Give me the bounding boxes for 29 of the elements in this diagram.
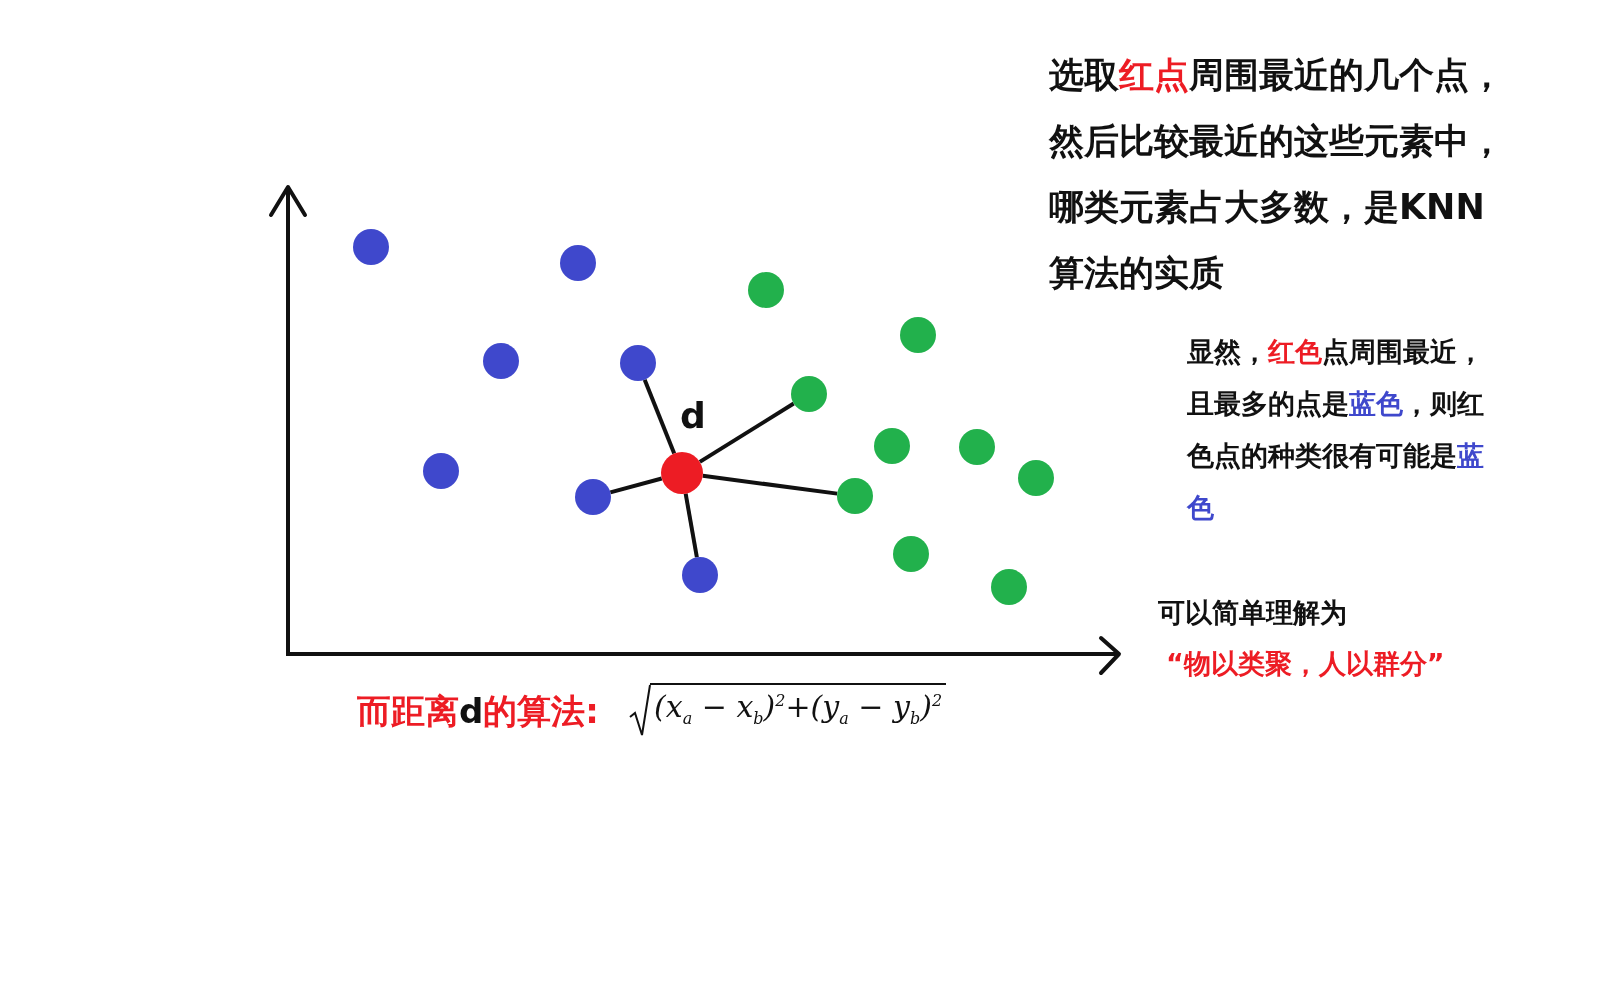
data-point: [991, 569, 1027, 605]
distance-line: [698, 401, 795, 464]
conclusion-paragraph: 显然，红色点周围最近，且最多的点是蓝色，则红色点的种类很有可能是蓝色: [1187, 335, 1485, 525]
data-point: [900, 317, 936, 353]
data-point: [837, 478, 873, 514]
distance-line: [702, 473, 838, 496]
data-point: [893, 536, 929, 572]
note-text: 可以简单理解为: [1158, 596, 1348, 630]
data-point: [682, 557, 718, 593]
distance-formula: (x$_{a}$ − x$_{b}$)$^{2}$+(y$_{a}$ − y$_{b}$)$^{2}$: [650, 683, 947, 728]
distance-label: d: [680, 394, 707, 438]
query-point: [661, 452, 703, 494]
data-point: [560, 245, 596, 281]
data-point: [959, 429, 995, 465]
data-point: [575, 479, 611, 515]
data-point: [1018, 460, 1054, 496]
formula-caption: 而距离d的算法:: [357, 690, 600, 733]
data-point: [874, 428, 910, 464]
distance-line: [683, 493, 699, 558]
data-point: [748, 272, 784, 308]
distance-line: [642, 378, 677, 455]
data-point: [620, 345, 656, 381]
description-paragraph: 选取红点周围最近的几个点，然后比较最近的这些元素中，哪类元素占大多数，是KNN算法的实质: [1049, 54, 1505, 295]
data-point: [423, 453, 459, 489]
data-point: [483, 343, 519, 379]
proverb-text: “物以类聚，人以群分”: [1166, 647, 1446, 681]
distance-line: [609, 476, 663, 495]
data-point: [353, 229, 389, 265]
data-point: [791, 376, 827, 412]
